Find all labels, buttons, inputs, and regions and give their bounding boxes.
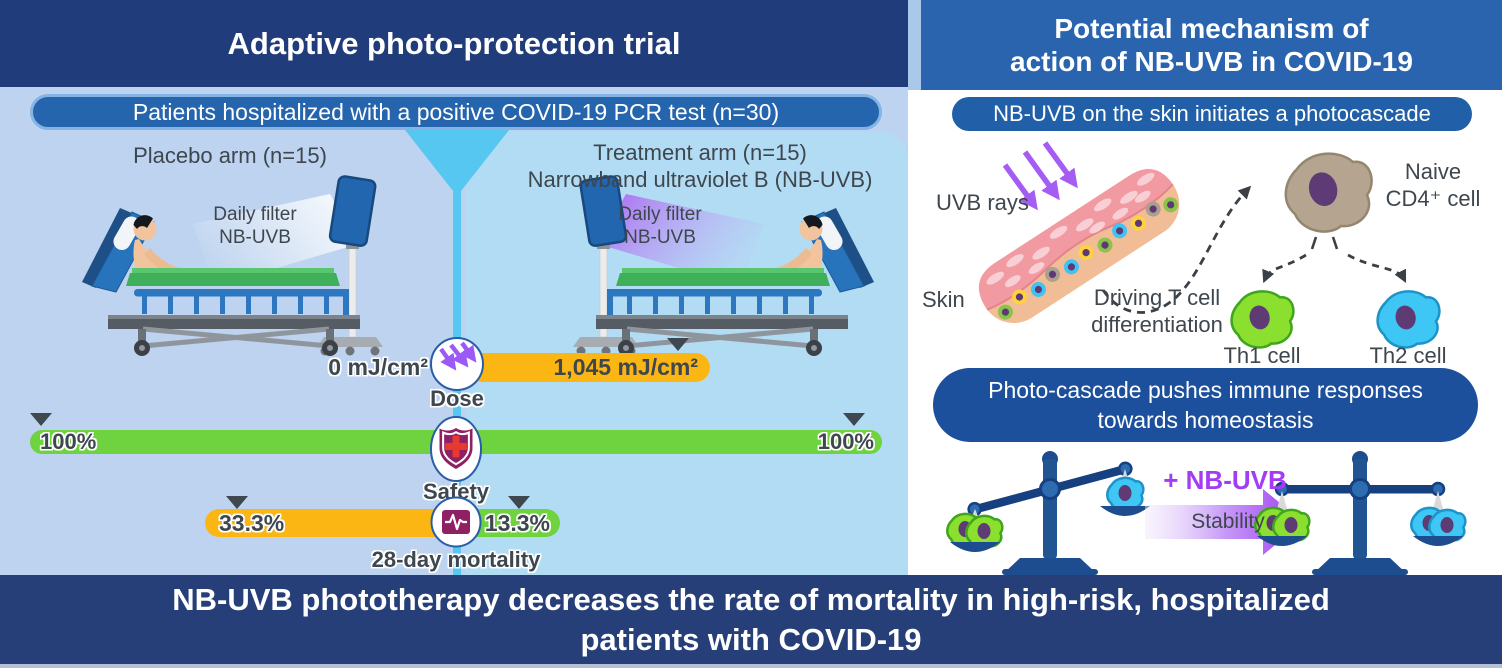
th2-cell-label: Th2 cell (1369, 343, 1447, 368)
nbuvb-stability-label: + NB-UVB (1163, 465, 1287, 495)
photocascade-banner: NB-UVB on the skin initiates a photocasc… (952, 97, 1472, 131)
trial-title: Adaptive photo-protection trial (227, 25, 681, 61)
conclusion-text: NB-UVB phototherapy decreases the rate o… (172, 581, 1330, 657)
mortality-heartbeat-icon (430, 496, 482, 548)
naive-cd4-cell-label: Naive CD4⁺ cell (1385, 159, 1481, 211)
skin-illustration (978, 169, 1180, 324)
treatment-bed-illustration (573, 175, 874, 356)
treatment-dose-bar: 1,045 mJ/cm² (468, 353, 710, 382)
placebo-lamp-label: Daily filter NB-UVB (213, 204, 297, 248)
marker-triangle-icon (843, 413, 865, 426)
treatment-arm-label: Treatment arm (n=15) Narrowband ultravio… (527, 140, 873, 192)
placebo-mortality-value: 33.3% (219, 510, 285, 536)
th1-cell-label: Th1 cell (1223, 343, 1301, 368)
homeostasis-banner-text: Photo-cascade pushes immune responses to… (988, 377, 1423, 433)
hospital-bed-icon (596, 208, 874, 356)
dashed-arrow-icon (1101, 185, 1407, 314)
placebo-arm-label: Placebo arm (n=15) (133, 143, 327, 168)
lamp-icon (573, 175, 639, 356)
dose-arrows-icon (430, 337, 484, 391)
patients-banner-text: Patients hospitalized with a positive CO… (132, 98, 780, 125)
conclusion-banner: NB-UVB phototherapy decreases the rate o… (0, 575, 1502, 664)
uvb-light-beam (598, 194, 764, 286)
skin-cells (997, 197, 1179, 320)
balanced-scale-icon (1254, 451, 1467, 575)
placebo-light-beam (192, 194, 358, 286)
photocascade-illustration (978, 141, 1441, 349)
uvb-rays-label: UVB rays (936, 190, 1029, 215)
mortality-metric-label: 28-day mortality (371, 547, 541, 572)
skin-label: Skin (922, 287, 965, 312)
homeostasis-banner: Photo-cascade pushes immune responses to… (933, 368, 1478, 442)
differentiation-label: Driving T cell differentiation (1091, 285, 1223, 337)
hospital-bed-icon (82, 208, 360, 356)
mechanism-title: Potential mechanism of action of NB-UVB … (1010, 13, 1413, 77)
marker-triangle-icon (667, 338, 689, 351)
homeostasis-illustration (946, 451, 1467, 575)
photocascade-banner-text: NB-UVB on the skin initiates a photocasc… (993, 101, 1431, 126)
treatment-safety-value: 100% (817, 429, 874, 454)
safety-shield-icon (430, 416, 482, 482)
mechanism-panel-header: Potential mechanism of action of NB-UVB … (921, 0, 1502, 90)
stability-arrow-text: Stability (1191, 510, 1265, 533)
placebo-mortality-bar: 33.3% (205, 509, 457, 537)
marker-triangle-icon (226, 496, 248, 509)
treatment-mortality-value: 13.3% (484, 510, 550, 536)
placebo-safety-value: 100% (40, 429, 97, 454)
treatment-dose-value: 1,045 mJ/cm² (553, 354, 698, 380)
placebo-bed-illustration (82, 175, 383, 356)
trial-panel-header: Adaptive photo-protection trial (0, 0, 908, 87)
unbalanced-scale-icon (946, 451, 1150, 575)
marker-triangle-icon (508, 496, 530, 509)
bottom-edge-strip (0, 664, 1502, 668)
placebo-dose-value: 0 mJ/cm² (328, 354, 428, 380)
uvb-rays-arrows-icon (1002, 141, 1078, 211)
marker-triangle-icon (30, 413, 52, 426)
treatment-lamp-label: Daily filter NB-UVB (618, 204, 702, 248)
panel-divider-strip (908, 0, 921, 90)
patients-banner: Patients hospitalized with a positive CO… (30, 94, 882, 130)
